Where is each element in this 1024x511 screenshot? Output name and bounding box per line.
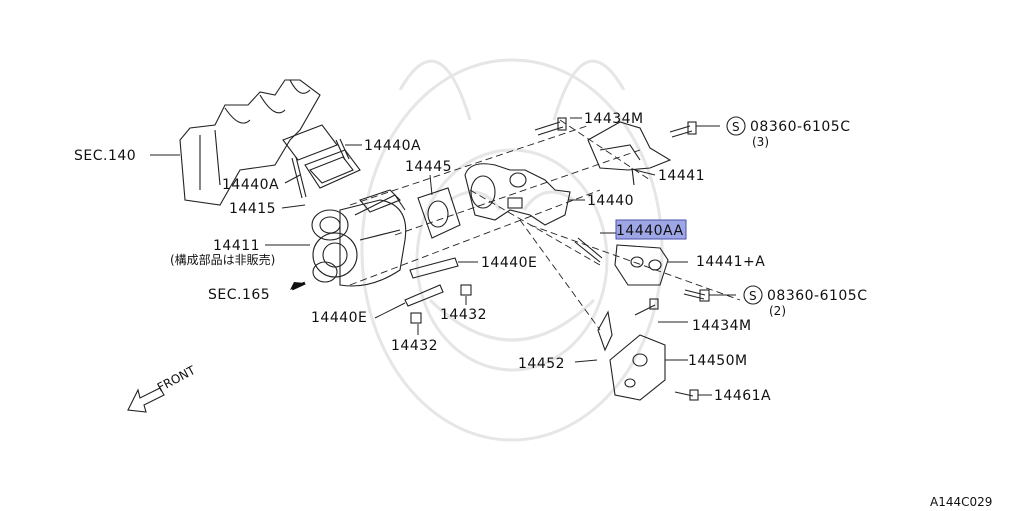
figure-code: A144C029 [930,495,992,509]
label-bolt-code-top[interactable]: 08360-6105C [750,119,851,135]
bracket-14452 [597,310,613,352]
label-14432-left[interactable]: 14432 [391,338,438,354]
label-14441[interactable]: 14441 [658,168,705,184]
label-14440[interactable]: 14440 [587,193,634,209]
label-14440A-top[interactable]: 14440A [364,138,421,154]
label-bolt-code-bottom[interactable]: 08360-6105C [767,288,868,304]
gasket-14445 [417,187,461,239]
label-14452[interactable]: 14452 [518,356,565,372]
bracket-14450M [609,334,666,401]
nuts-14432 [410,284,472,324]
heat-shield-14441A [614,244,669,286]
label-14445[interactable]: 14445 [405,159,452,175]
turbocharger [311,189,407,287]
gasket-14415 [304,149,361,189]
sec165-arrow [290,281,306,291]
label-14441A[interactable]: 14441+A [696,254,765,270]
highlight-14440AA [615,219,687,240]
s-symbol-bottom [743,285,763,305]
label-bolt-qty-bottom: (2) [769,304,786,318]
turbo-outlet-14440 [464,163,571,226]
bracket-14440E [404,257,459,307]
label-14440A-left[interactable]: 14440A [222,177,279,193]
label-14432-right[interactable]: 14432 [440,307,487,323]
s-letter-bottom: S [749,289,757,303]
label-14434M-top[interactable]: 14434M [584,111,644,127]
leader-lines [150,117,736,396]
label-bolt-qty-top: (3) [752,135,769,149]
front-arrow [127,387,165,413]
label-14415[interactable]: 14415 [229,201,276,217]
label-14411-note: (構成部品は非販売) [170,252,275,267]
bolts [534,117,710,401]
label-14434M-bottom[interactable]: 14434M [692,318,752,334]
label-14411[interactable]: 14411 [213,238,260,254]
gasket-upper [282,124,338,161]
s-letter-top: S [732,120,740,134]
label-14440E-right[interactable]: 14440E [481,255,537,271]
label-14440AA[interactable]: 14440AA [616,223,684,239]
label-14440E-left[interactable]: 14440E [311,310,367,326]
label-sec165[interactable]: SEC.165 [208,287,270,303]
label-front: FRONT [155,363,198,395]
heat-shield-14441 [587,121,672,186]
watermark-emblem [360,58,664,442]
s-symbol-top [726,116,746,136]
label-14450M[interactable]: 14450M [688,353,748,369]
label-sec140[interactable]: SEC.140 [74,148,136,164]
label-14461A[interactable]: 14461A [714,388,771,404]
studs-14440A [291,138,350,199]
exhaust-manifold [179,79,321,206]
